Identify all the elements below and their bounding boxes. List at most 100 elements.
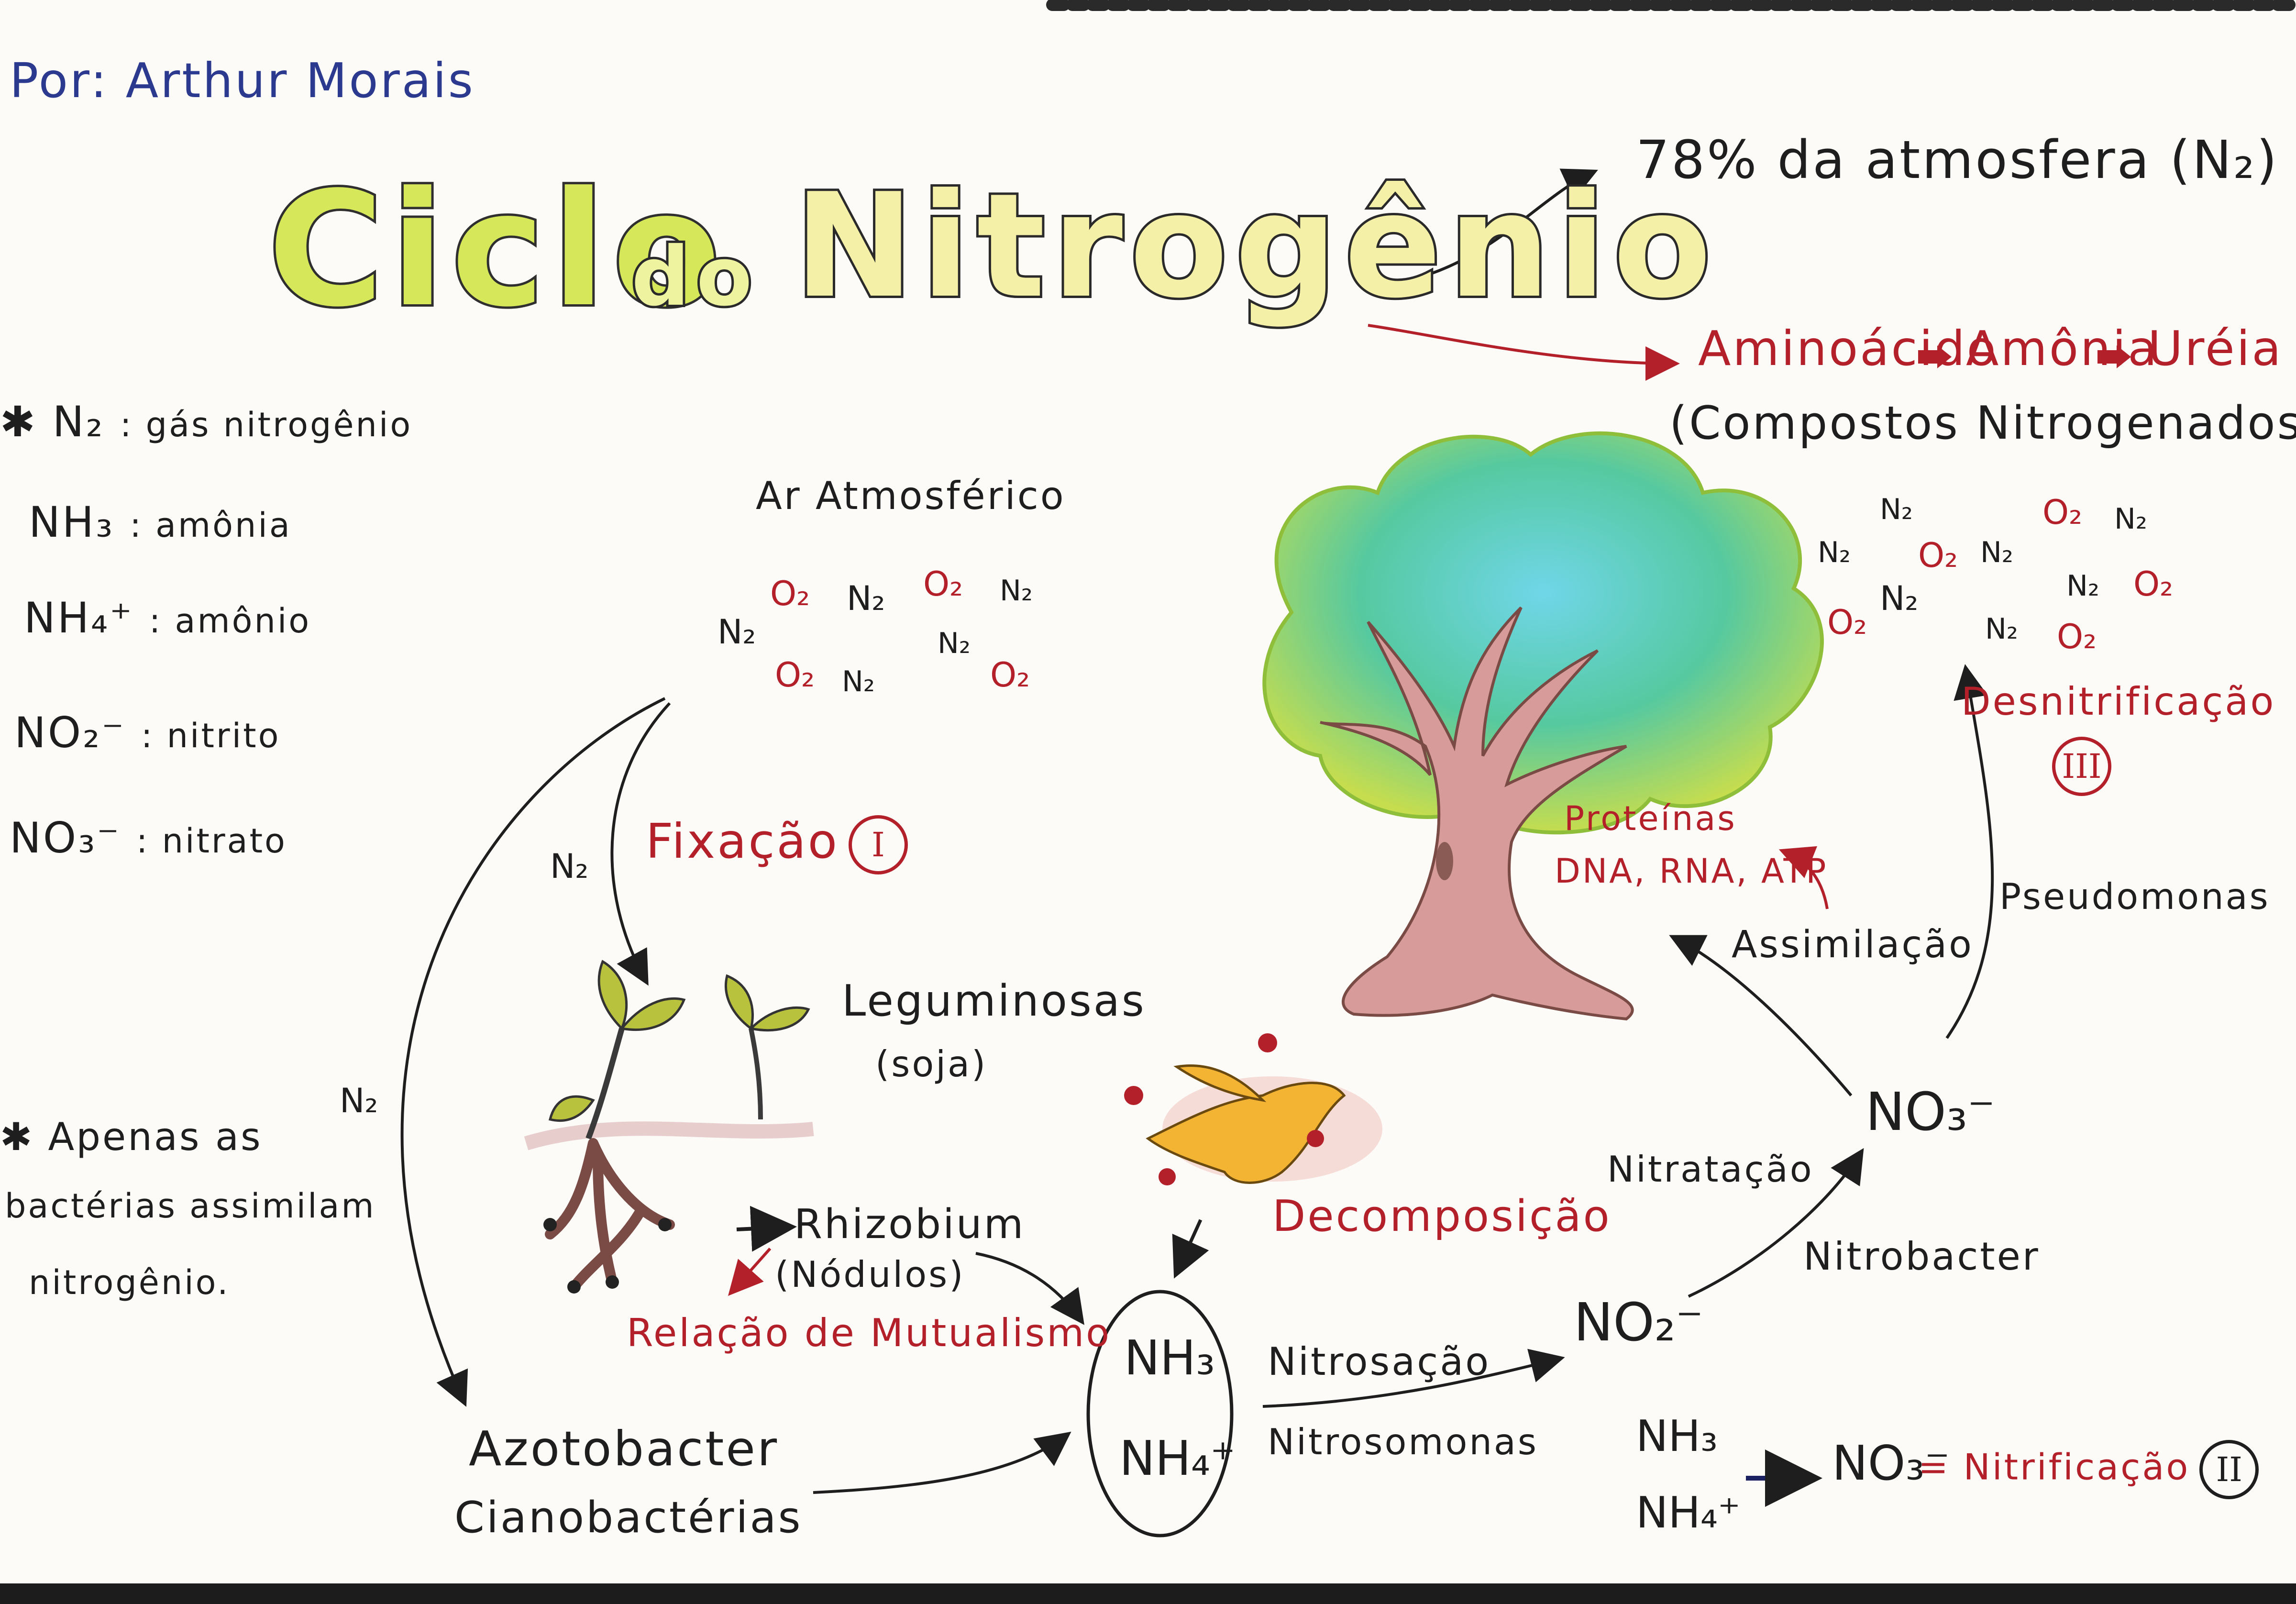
tree-illustration xyxy=(1262,431,1824,1021)
compound-ammonia: Amônia xyxy=(1966,321,2159,376)
cyanobacteria-label: Cianobactérias xyxy=(454,1493,803,1543)
right-molecule: O₂ xyxy=(1827,603,1867,642)
legend-formula: NO₂⁻ xyxy=(14,708,126,757)
legend-formula: N₂ xyxy=(52,397,105,446)
numeral-three: III xyxy=(2052,737,2111,796)
nitrification-nh4: NH₄⁺ xyxy=(1636,1488,1741,1538)
air-molecule: N₂ xyxy=(842,665,875,698)
pseudomonas-label: Pseudomonas xyxy=(1999,875,2270,918)
arrow-to-compounds xyxy=(1368,324,1680,381)
nitrification-nh3: NH₃ xyxy=(1636,1411,1718,1461)
legend-mark: ✱ xyxy=(0,397,37,446)
arrow-nitration xyxy=(1688,1148,1864,1298)
nitrate-formula: NO₃⁻ xyxy=(1866,1081,1996,1142)
ammonium-formula: NH₄⁺ xyxy=(1119,1430,1236,1486)
air-molecule: N₂ xyxy=(847,579,885,618)
atmosphere-fact: 78% da atmosfera (N₂) xyxy=(1636,129,2279,190)
arrow-fixation-to-azotobacter xyxy=(400,697,666,1407)
air-molecule: O₂ xyxy=(770,574,810,613)
arrow-azotobacter-to-ammonium xyxy=(813,1431,1071,1494)
nitrite-formula: NO₂⁻ xyxy=(1574,1292,1704,1353)
right-molecule: N₂ xyxy=(1818,536,1851,569)
arrow-denitrification xyxy=(1945,664,1994,1039)
air-label: Ar Atmosférico xyxy=(756,474,1066,518)
right-molecule: O₂ xyxy=(2133,564,2174,604)
legend-formula: NO₃⁻ xyxy=(10,813,121,863)
legend-formula: NH₄⁺ xyxy=(24,593,134,642)
air-molecule: O₂ xyxy=(923,564,963,604)
compound-arrow-icon xyxy=(1918,345,1952,368)
right-molecule: O₂ xyxy=(1918,536,1958,575)
nitrification-no3: NO₃⁻ xyxy=(1832,1435,1950,1491)
rhizobium-sub: (Nódulos) xyxy=(775,1253,965,1295)
legumes-label: Leguminosas xyxy=(842,976,1146,1026)
legend-row-n2: ✱ N₂ : gás nitrogênio xyxy=(0,397,412,446)
numeral-two: II xyxy=(2199,1440,2259,1499)
denitrification-numeral: III xyxy=(2042,737,2111,796)
air-molecule: O₂ xyxy=(990,655,1030,695)
legend-row-nh4: NH₄⁺ : amônio xyxy=(24,593,311,642)
compound-urea: Uréia xyxy=(2148,321,2283,376)
note-line-1: ✱ Apenas as xyxy=(0,1115,263,1159)
right-molecule: N₂ xyxy=(1880,579,1919,618)
legend-row-no2: NO₂⁻ : nitrito xyxy=(14,708,280,757)
legume-plants-illustration xyxy=(524,960,814,1294)
title-word-1: Ciclo xyxy=(265,155,728,344)
denitrification-label: Desnitrificação xyxy=(1961,679,2276,724)
right-molecule: O₂ xyxy=(2042,493,2083,532)
legend-desc: : amônio xyxy=(149,601,311,641)
ammonia-formula: NH₃ xyxy=(1124,1330,1215,1386)
legumes-sub: (soja) xyxy=(875,1043,988,1085)
nitrosation-label: Nitrosação xyxy=(1268,1339,1491,1384)
note-line-3: nitrogênio. xyxy=(29,1263,230,1302)
nitrosomonas-label: Nitrosomonas xyxy=(1268,1421,1538,1463)
n2-label: N₂ xyxy=(340,1081,378,1120)
arrow-to-proteins xyxy=(1778,846,1829,909)
azotobacter-label: Azotobacter xyxy=(469,1421,779,1477)
compounds-label: (Compostos Nitrogenados) xyxy=(1669,397,2296,450)
bird-illustration xyxy=(1124,1033,1382,1185)
arrow-to-atmosphere xyxy=(1368,168,1598,288)
legend-row-nh3: NH₃ : amônia xyxy=(29,498,292,547)
right-molecule: N₂ xyxy=(1985,612,2018,646)
arrow-fixation-to-legumes xyxy=(610,702,671,986)
right-molecule: N₂ xyxy=(1880,493,1913,526)
fixation-numeral: I xyxy=(848,815,908,874)
fixation-text: Fixação xyxy=(646,813,839,869)
legend-desc: : amônia xyxy=(130,506,292,545)
air-molecule: O₂ xyxy=(775,655,815,695)
compound-aminoacid: Aminoácido xyxy=(1698,321,1998,376)
air-molecule: N₂ xyxy=(938,627,971,660)
compound-arrow-icon xyxy=(2097,345,2131,368)
legend-formula: NH₃ xyxy=(29,498,115,547)
legend-desc: : gás nitrogênio xyxy=(120,405,413,444)
tree-label-proteins: Proteínas xyxy=(1564,799,1737,838)
bottom-edge xyxy=(0,1583,2296,1604)
arrow-rhizobium-to-ammonium xyxy=(975,1252,1084,1325)
ammonium-oval xyxy=(1086,1290,1234,1538)
legend-row-no3: NO₃⁻ : nitrato xyxy=(10,813,287,863)
assimilation-label: Assimilação xyxy=(1732,923,1974,966)
arrow-nitrosation xyxy=(1262,1349,1565,1408)
note-line-2: bactérias assimilam xyxy=(5,1186,376,1226)
author-credit: Por: Arthur Morais xyxy=(10,53,475,109)
title-word-3: Nitrogênio xyxy=(792,160,1719,332)
n2-label: N₂ xyxy=(550,847,589,886)
air-molecule: N₂ xyxy=(718,612,756,652)
air-molecule: N₂ xyxy=(1000,574,1033,608)
nitrobacter-label: Nitrobacter xyxy=(1803,1234,2040,1279)
right-molecule: N₂ xyxy=(2114,502,2147,536)
title-word-2: do xyxy=(629,227,759,327)
nitrification-text: = Nitrificação xyxy=(1918,1446,2190,1488)
legend-desc: : nitrito xyxy=(141,716,281,755)
arrow-nodule-to-rhizobium xyxy=(736,1206,797,1252)
rhizobium-label: Rhizobium xyxy=(794,1201,1026,1248)
right-molecule: O₂ xyxy=(2057,617,2097,656)
nitration-label: Nitratação xyxy=(1607,1148,1814,1190)
mutualism-label: Relação de Mutualismo xyxy=(627,1311,1112,1355)
arrow-assimilation xyxy=(1669,935,1853,1096)
